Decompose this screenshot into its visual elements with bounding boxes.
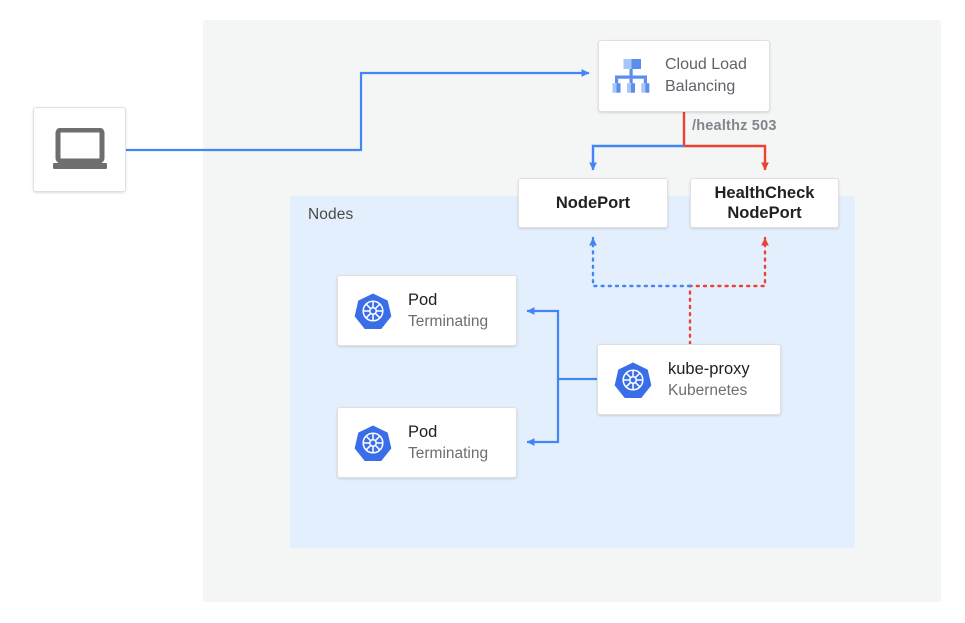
cloud-load-balancing-label: Cloud Load Balancing bbox=[665, 54, 747, 98]
kubernetes-icon bbox=[354, 425, 392, 461]
cloud-load-balancing-icon bbox=[612, 59, 650, 93]
nodeport-label: NodePort bbox=[555, 193, 631, 212]
pod-text-1: Pod Terminating bbox=[408, 290, 488, 332]
healthcheck-nodeport-card[interactable]: HealthCheck NodePort bbox=[690, 178, 839, 228]
nodeport-card[interactable]: NodePort bbox=[518, 178, 668, 228]
healthz-status-label: /healthz 503 bbox=[692, 118, 777, 134]
pod-title-2: Pod bbox=[408, 422, 438, 441]
kubernetes-icon bbox=[354, 293, 392, 329]
edge-lb-to-nodeport bbox=[589, 144, 684, 171]
kube-proxy-card[interactable]: kube-proxy Kubernetes bbox=[597, 344, 781, 415]
nodes-panel-label: Nodes bbox=[308, 206, 354, 223]
edge-kubeproxy-to-pod-2 bbox=[526, 379, 560, 446]
edge-kubeproxy-to-pod-1 bbox=[526, 307, 597, 381]
kube-proxy-subtitle: Kubernetes bbox=[668, 381, 748, 399]
kube-proxy-text: kube-proxy Kubernetes bbox=[668, 359, 750, 401]
pod-title-1: Pod bbox=[408, 290, 438, 309]
healthcheck-label-line1: HealthCheck bbox=[714, 184, 815, 202]
clb-label-line2: Balancing bbox=[665, 78, 736, 95]
kubernetes-icon bbox=[614, 362, 652, 398]
pod-status-1: Terminating bbox=[408, 312, 489, 330]
pod-card-1[interactable]: Pod Terminating bbox=[337, 275, 517, 346]
pod-status-2: Terminating bbox=[408, 444, 489, 462]
clb-label-line1: Cloud Load bbox=[665, 56, 747, 73]
kube-proxy-title: kube-proxy bbox=[668, 359, 750, 378]
pod-card-2[interactable]: Pod Terminating bbox=[337, 407, 517, 478]
edge-kubeproxy-to-nodeport bbox=[589, 236, 692, 288]
edge-lb-to-healthcheck bbox=[682, 112, 769, 171]
client-device-card[interactable] bbox=[33, 107, 126, 192]
healthcheck-nodeport-label: HealthCheck NodePort bbox=[715, 183, 815, 223]
cloud-load-balancing-card[interactable]: Cloud Load Balancing bbox=[598, 40, 770, 112]
pod-text-2: Pod Terminating bbox=[408, 422, 488, 464]
healthcheck-label-line2: NodePort bbox=[727, 204, 802, 222]
edge-kubeproxy-to-healthcheck bbox=[688, 236, 769, 346]
laptop-icon bbox=[52, 127, 107, 169]
edge-client-to-lb bbox=[126, 69, 590, 152]
